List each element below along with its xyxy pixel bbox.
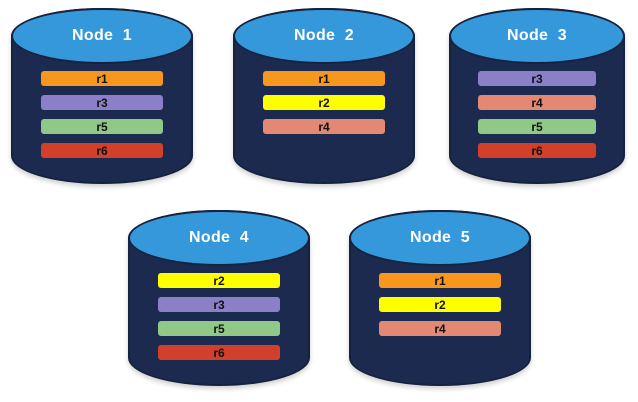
replica-row-list-1: r1 r3 r5 r6	[11, 64, 193, 167]
replica-row-list-4: r2 r3 r5 r6	[128, 266, 310, 369]
node-top-ellipse-2	[233, 8, 415, 64]
node-top-ellipse-4	[128, 210, 310, 266]
replica-bar[interactable]: r1	[263, 71, 385, 86]
replica-row-list-3: r3 r4 r5 r6	[449, 64, 625, 167]
replica-bar[interactable]: r2	[263, 95, 385, 110]
node-top-ellipse-1	[11, 8, 193, 64]
replica-bar[interactable]: r5	[158, 321, 280, 336]
replica-bar[interactable]: r6	[41, 143, 163, 158]
replica-bar[interactable]: r6	[478, 143, 596, 158]
replica-bar[interactable]: r5	[41, 119, 163, 134]
replica-bar[interactable]: r3	[158, 297, 280, 312]
replica-bar[interactable]: r5	[478, 119, 596, 134]
replica-bar[interactable]: r4	[478, 95, 596, 110]
replica-row-list-2: r1 r2 r4	[233, 64, 415, 143]
replica-bar[interactable]: r6	[158, 345, 280, 360]
replica-bar[interactable]: r3	[478, 71, 596, 86]
replica-bar[interactable]: r4	[263, 119, 385, 134]
replica-bar[interactable]: r3	[41, 95, 163, 110]
replica-bar[interactable]: r1	[41, 71, 163, 86]
node-top-ellipse-5	[349, 210, 531, 266]
replica-bar[interactable]: r2	[379, 297, 501, 312]
node-top-ellipse-3	[449, 8, 625, 64]
replica-row-list-5: r1 r2 r4	[349, 266, 531, 345]
replica-bar[interactable]: r4	[379, 321, 501, 336]
replica-bar[interactable]: r1	[379, 273, 501, 288]
replica-bar[interactable]: r2	[158, 273, 280, 288]
